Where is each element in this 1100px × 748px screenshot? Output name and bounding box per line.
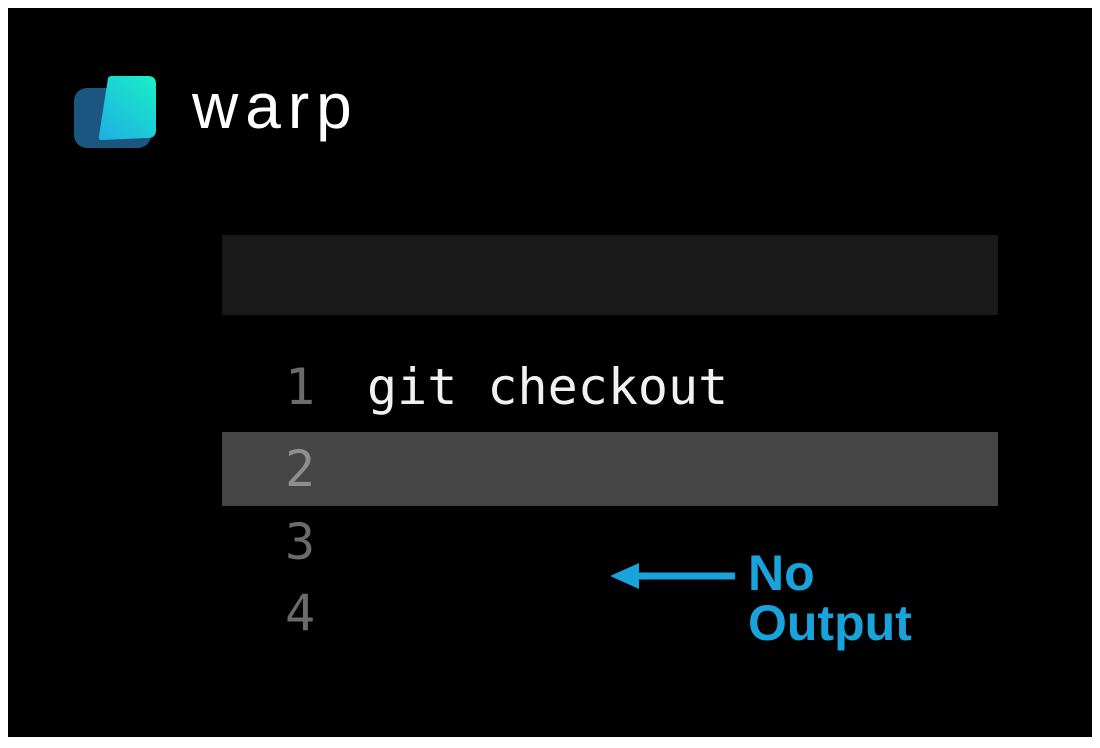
line-number: 1 [284,358,316,416]
left-arrow-icon [610,563,735,589]
warp-wordmark: warp [192,70,359,142]
terminal-window: warp 1 git checkout 2 3 4 No Output [8,8,1092,737]
terminal-line[interactable]: 1 git checkout [222,350,998,424]
line-number: 2 [284,440,316,498]
warp-logo-icon [74,76,156,148]
command-text: git checkout [367,358,729,416]
command-input-bar[interactable] [222,235,998,315]
line-number: 3 [284,513,316,571]
no-output-label: No Output [748,545,912,651]
line-number: 4 [284,584,316,642]
terminal-line-highlighted[interactable]: 2 [222,432,998,506]
brand-header: warp [8,8,1092,168]
terminal-line[interactable]: 3 [222,505,998,579]
terminal-line[interactable]: 4 [222,576,998,650]
